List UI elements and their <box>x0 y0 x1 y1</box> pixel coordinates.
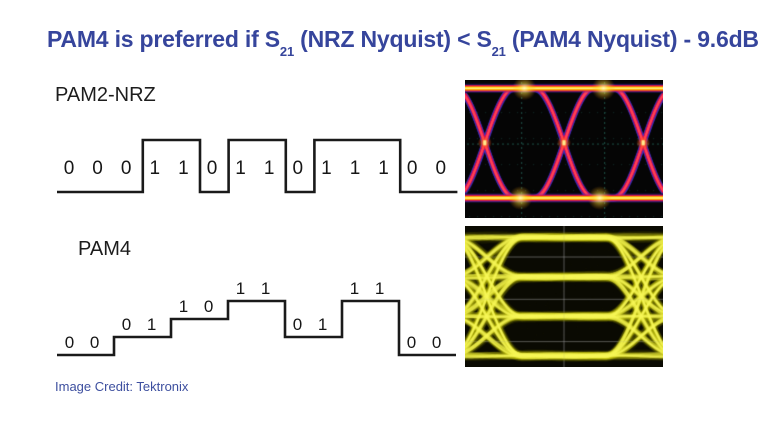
image-credit: Image Credit: Tektronix <box>55 379 189 394</box>
pam4-bit-label: 1 <box>179 297 188 316</box>
title-text-3: (PAM4 Nyquist) - 9.6dB <box>505 26 759 52</box>
pam4-bit-label: 0 <box>90 333 99 352</box>
nrz-bit-label: 0 <box>436 158 447 179</box>
nrz-wave-path <box>57 138 458 194</box>
pam4-section-label: PAM4 <box>78 238 131 260</box>
nrz-bit-label: 1 <box>321 158 332 179</box>
title-text-2: (NRZ Nyquist) < S <box>293 26 492 52</box>
page-title: PAM4 is preferred if S21 (NRZ Nyquist) <… <box>47 26 759 58</box>
pam4-bit-label: 1 <box>236 279 245 298</box>
pam4-bit-label: 0 <box>122 315 131 334</box>
pam4-bit-label: 1 <box>350 279 359 298</box>
nrz-bit-label: 1 <box>235 158 246 179</box>
nrz-bit-label: 0 <box>293 158 304 179</box>
pam4-bit-label: 1 <box>318 315 327 334</box>
nrz-bit-label: 0 <box>121 158 132 179</box>
nrz-section-label: PAM2-NRZ <box>55 84 156 106</box>
nrz-bit-label: 0 <box>92 158 103 179</box>
s21-subscript-2: 21 <box>491 43 506 59</box>
pam4-bit-label: 0 <box>204 297 213 316</box>
pam4-bit-label: 0 <box>65 333 74 352</box>
nrz-bit-label: 0 <box>207 158 218 179</box>
pam4-wave-path <box>57 299 456 357</box>
s21-subscript-1: 21 <box>279 43 294 59</box>
nrz-bit-label: 1 <box>350 158 361 179</box>
pam4-bit-label: 0 <box>407 333 416 352</box>
nrz-bit-label: 1 <box>178 158 189 179</box>
nrz-bit-label: 1 <box>264 158 275 179</box>
pam4-bit-label: 0 <box>432 333 441 352</box>
title-text-1: PAM4 is preferred if S <box>47 26 280 52</box>
pam4-bit-label: 1 <box>147 315 156 334</box>
nrz-bit-label: 0 <box>407 158 418 179</box>
nrz-bit-label: 1 <box>378 158 389 179</box>
pam4-bit-label: 0 <box>293 315 302 334</box>
pam4-eye-diagram <box>465 226 663 367</box>
nrz-bit-label: 0 <box>64 158 75 179</box>
nrz-eye-diagram <box>465 80 663 218</box>
nrz-bit-label: 1 <box>150 158 161 179</box>
pam4-bit-label: 1 <box>261 279 270 298</box>
pam4-bit-label: 1 <box>375 279 384 298</box>
